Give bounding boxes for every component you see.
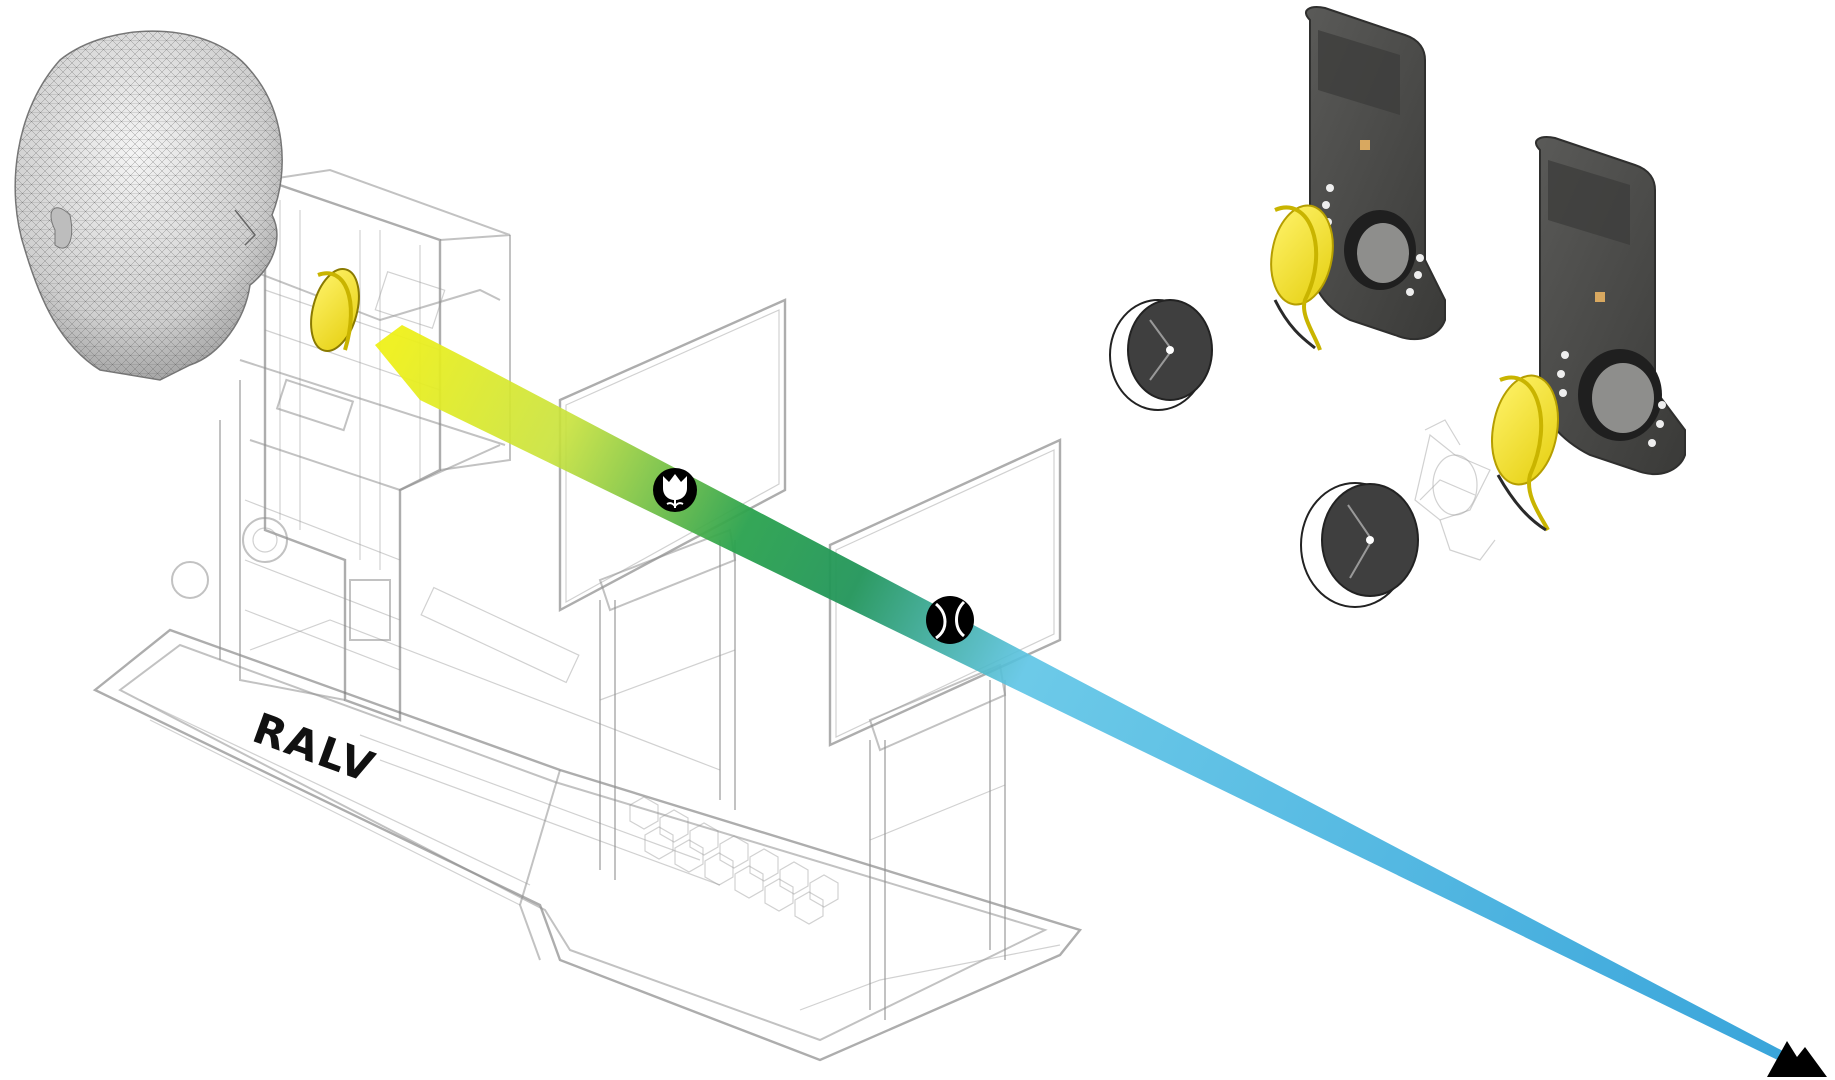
far-target-stand <box>828 438 1062 1020</box>
yellow-lens-lower <box>1491 374 1559 532</box>
yellow-lens-upper <box>1270 204 1334 351</box>
trial-lens-eye <box>310 268 360 352</box>
lens-holder-upper <box>1305 6 1446 340</box>
base-platform-wireframe <box>92 619 1083 1062</box>
lens-holder-lower <box>1535 136 1686 475</box>
lens-mount-wireframe <box>1414 419 1496 561</box>
near-target-stand <box>558 298 787 880</box>
occluder-disc-upper <box>1109 299 1213 411</box>
occluder-disc-lower <box>1300 482 1419 608</box>
flower-icon <box>653 468 697 512</box>
hex-grid <box>629 796 839 925</box>
mountains-icon <box>1767 1041 1827 1077</box>
head-mesh-icon <box>14 30 283 381</box>
tennis-ball-icon <box>926 596 974 644</box>
brand-label: RALV <box>247 703 382 792</box>
sight-beam <box>375 325 1800 1066</box>
